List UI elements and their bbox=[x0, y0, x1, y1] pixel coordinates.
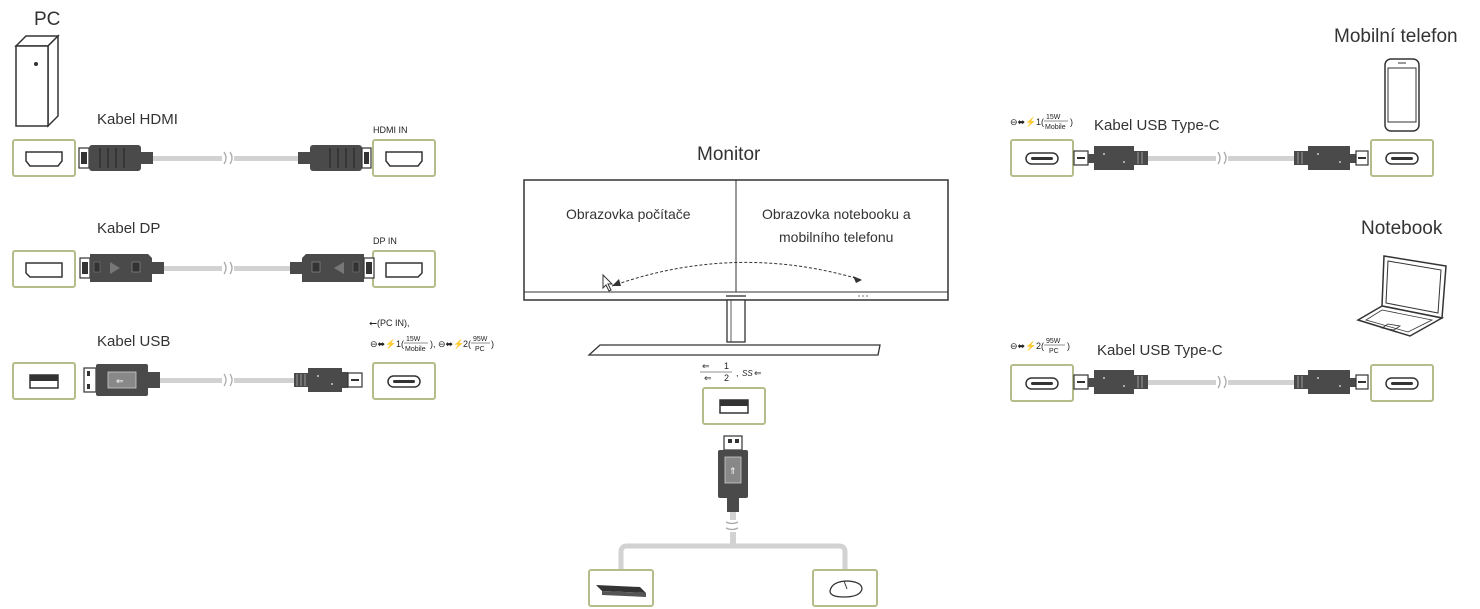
svg-text:⇐: ⇐ bbox=[116, 376, 124, 386]
svg-text:),: ), bbox=[430, 339, 436, 349]
svg-text:⊖⬌⚡: ⊖⬌⚡ bbox=[1010, 340, 1036, 352]
svg-text:⊖⬌⚡: ⊖⬌⚡ bbox=[1010, 116, 1036, 128]
usbc1-suffix: 1( bbox=[396, 339, 404, 349]
svg-text:2: 2 bbox=[724, 373, 729, 383]
svg-text:⇐: ⇐ bbox=[754, 368, 762, 378]
mobile-sub-label: Mobile bbox=[405, 346, 426, 353]
svg-text:Mobile: Mobile bbox=[1045, 124, 1066, 131]
svg-text:): ) bbox=[1067, 341, 1070, 351]
notebook-icon bbox=[1356, 255, 1447, 337]
svg-text:,: , bbox=[736, 368, 739, 378]
monitor bbox=[523, 179, 949, 356]
monitor-usbc2-port bbox=[1010, 364, 1074, 402]
usb-cable: ⇐ bbox=[83, 364, 363, 396]
w95-label: 95W bbox=[473, 336, 488, 343]
monitor-usbc-pc-in-port bbox=[372, 362, 436, 400]
mobile-phone-label: Mobilní telefon bbox=[1334, 26, 1458, 47]
hdmi-cable-label: Kabel HDMI bbox=[97, 111, 178, 128]
svg-text:95W: 95W bbox=[1046, 338, 1061, 345]
svg-text:⇐: ⇐ bbox=[702, 361, 710, 371]
pc-tower-icon bbox=[14, 34, 60, 128]
dp-cable-label: Kabel DP bbox=[97, 220, 161, 237]
mouse-box bbox=[812, 569, 878, 607]
monitor-usbc1-port bbox=[1010, 139, 1074, 177]
notebook-usbc-port bbox=[1370, 364, 1434, 402]
monitor-dp-in-port bbox=[372, 250, 436, 288]
keyboard-box bbox=[588, 569, 654, 607]
svg-text:⊖⬌⚡: ⊖⬌⚡ bbox=[438, 338, 464, 350]
monitor-usb-hub-port bbox=[702, 387, 766, 425]
w15-label: 15W bbox=[406, 336, 421, 343]
svg-text:15W: 15W bbox=[1046, 114, 1061, 121]
usb-cable-label: Kabel USB bbox=[97, 333, 171, 350]
usbc2-pc-power-label: ⊖⬌⚡ 2( 95W PC ) bbox=[1010, 338, 1070, 355]
pc-hdmi-port bbox=[12, 139, 76, 177]
screen-right-text-line2: mobilního telefonu bbox=[779, 229, 894, 245]
usbc-mobile-cable bbox=[1073, 146, 1369, 170]
svg-text:PC: PC bbox=[1049, 348, 1059, 355]
svg-text:⊖⬌⚡: ⊖⬌⚡ bbox=[370, 338, 396, 350]
svg-text:1: 1 bbox=[724, 361, 729, 371]
notebook-label: Notebook bbox=[1361, 218, 1443, 239]
svg-text:1(: 1( bbox=[1036, 117, 1044, 127]
usb-symbol-icon: ⭠ bbox=[369, 318, 377, 329]
usb-hub-label: ⇐ 1 ⇐ 2 , SS ⇐ bbox=[700, 361, 762, 383]
hub-usb-cable: ⇑ bbox=[618, 435, 848, 569]
pc-label: PC bbox=[34, 9, 61, 30]
mobile-phone-icon bbox=[1384, 58, 1420, 132]
mouse-icon bbox=[829, 580, 863, 598]
usbc1-mobile-power-label: ⊖⬌⚡ 1( 15W Mobile ) bbox=[1010, 114, 1073, 131]
monitor-label: Monitor bbox=[697, 144, 761, 165]
screen-right-text-line1: Obrazovka notebooku a bbox=[762, 206, 911, 222]
pc-usb-a-port bbox=[12, 362, 76, 400]
usbc2-suffix: 2( bbox=[463, 339, 471, 349]
hdmi-cable bbox=[78, 145, 372, 171]
svg-text:): ) bbox=[1070, 117, 1073, 127]
keyboard-icon bbox=[596, 585, 646, 597]
pc-dp-port bbox=[12, 250, 76, 288]
screen-left-text: Obrazovka počítače bbox=[566, 206, 691, 222]
usbc-notebook-cable bbox=[1073, 370, 1369, 394]
dp-in-label: DP IN bbox=[373, 236, 397, 246]
monitor-hdmi-in-port bbox=[372, 139, 436, 177]
dp-cable bbox=[79, 254, 375, 282]
svg-text:SS: SS bbox=[742, 369, 753, 378]
svg-text:): ) bbox=[491, 339, 494, 349]
svg-text:2(: 2( bbox=[1036, 341, 1044, 351]
usbc-mobile-cable-label: Kabel USB Type-C bbox=[1094, 117, 1220, 134]
mobile-usbc-port bbox=[1370, 139, 1434, 177]
usb-pc-in-label: ⭠(PC IN), bbox=[369, 318, 410, 329]
usbc-notebook-cable-label: Kabel USB Type-C bbox=[1097, 342, 1223, 359]
usbc-power-label: ⊖⬌⚡ 1( 15W Mobile ), ⊖⬌⚡ 2( 95W PC ) bbox=[370, 336, 494, 353]
hdmi-in-label: HDMI IN bbox=[373, 125, 408, 135]
svg-text:⇐: ⇐ bbox=[704, 373, 712, 383]
svg-text:⇑: ⇑ bbox=[729, 466, 737, 476]
pc-sub-label: PC bbox=[475, 346, 485, 353]
